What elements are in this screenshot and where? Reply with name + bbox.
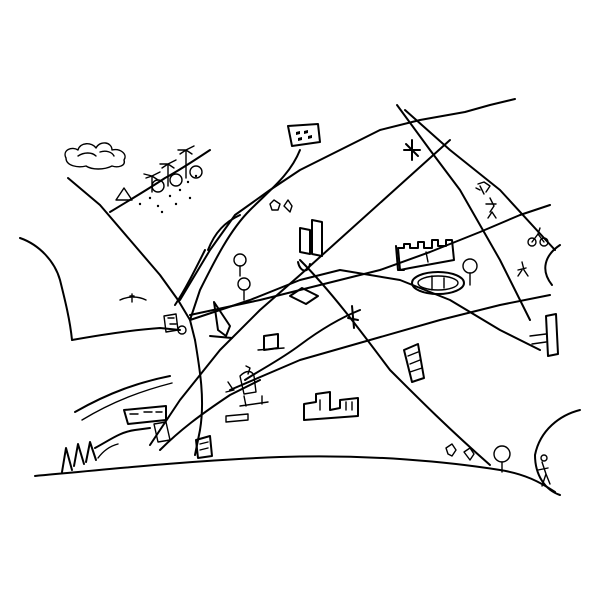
- statue-icon: [225, 365, 269, 423]
- castle-icon: [395, 239, 455, 271]
- road-southwest: [194, 339, 204, 456]
- road-upper-short: [207, 214, 241, 251]
- monument-icon: [119, 293, 187, 335]
- pole-icon: [347, 305, 359, 329]
- road-center-east: [189, 204, 551, 316]
- flag-icon: [269, 199, 293, 213]
- coastline-bottom: [34, 455, 556, 493]
- harbor-wall: [94, 427, 151, 449]
- tree-icon: [233, 253, 511, 473]
- breakwater-inner: [81, 382, 173, 421]
- bench-icon: [289, 287, 319, 305]
- road-upper-left: [174, 249, 206, 306]
- person-icon: [475, 181, 529, 277]
- road-diagonal-down: [396, 104, 531, 321]
- road-upper-diagonal: [179, 98, 516, 301]
- cloud-icon: [64, 142, 126, 170]
- right-arc: [544, 244, 561, 286]
- hill-outline: [109, 149, 211, 213]
- road-south-east: [189, 269, 541, 351]
- crane-icon: [61, 441, 119, 473]
- road-lower-diagonal: [229, 294, 551, 391]
- road-north-west: [67, 177, 196, 341]
- road-to-southeast: [299, 259, 491, 466]
- factory-icon: [303, 391, 359, 421]
- person-walking-icon: [537, 454, 551, 487]
- windmill-icon: [403, 139, 421, 161]
- road-long-diagonal: [149, 139, 451, 446]
- hill-dots: [138, 174, 198, 214]
- sailboat-icon: [209, 301, 233, 339]
- road-mid-south: [244, 309, 361, 381]
- tent-icon: [115, 187, 133, 201]
- billboard-icon: [287, 123, 321, 147]
- chair-icon: [445, 443, 475, 461]
- lower-right-arc: [534, 409, 581, 496]
- ridge-line: [189, 149, 301, 321]
- coast-west: [71, 327, 181, 341]
- skyscraper-icon: [529, 313, 559, 357]
- hill-with-palms: [109, 145, 211, 214]
- apartment-icon: [195, 435, 213, 459]
- fountain-icon: [411, 271, 465, 295]
- breakwater: [74, 375, 171, 413]
- round-tree-icon: [151, 165, 203, 193]
- highrise-icon: [403, 343, 425, 383]
- ship-icon: [123, 405, 171, 443]
- road-network: [19, 98, 581, 496]
- road-west: [19, 237, 73, 341]
- building-icon: [257, 333, 285, 351]
- cyclist-icon: [527, 227, 549, 247]
- road-cross-right: [404, 109, 556, 251]
- tower-icon: [297, 219, 323, 272]
- road-bottom-left: [159, 379, 261, 451]
